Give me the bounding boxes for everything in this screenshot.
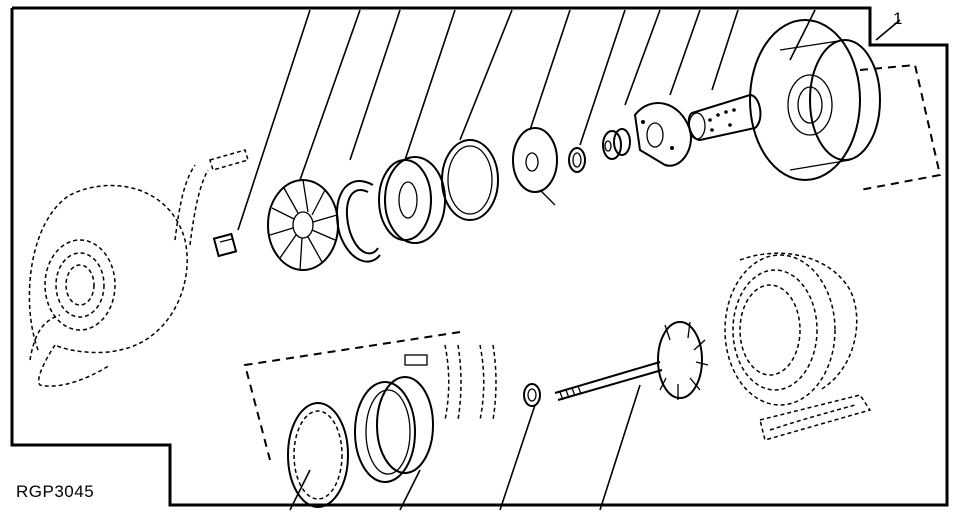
page-border: [10, 6, 949, 507]
upper-assembly-frame: [859, 63, 942, 191]
snap-ring: [335, 180, 381, 263]
o-ring: [441, 139, 499, 221]
heat-shield: [354, 376, 434, 483]
lower-assembly-frame: [243, 331, 461, 461]
center-housing: [749, 19, 881, 181]
journal-bearing: [687, 93, 762, 142]
callout-leader-1: [875, 19, 901, 41]
figure-id: RGP3045: [16, 482, 94, 501]
clamp-segment: [174, 149, 249, 246]
locknut: [212, 232, 238, 258]
thrust-plate: [512, 127, 558, 206]
turbine-piston-ring: [523, 383, 541, 407]
compressor-housing: [28, 184, 188, 387]
compressor-insert: [378, 156, 446, 244]
thrust-bearing: [633, 102, 692, 167]
callout-label-1: 1: [893, 9, 902, 28]
thrust-collar: [602, 128, 631, 160]
turbine-gasket: [287, 402, 349, 508]
compressor-wheel: [267, 179, 339, 271]
piston-ring: [568, 147, 586, 173]
lower-leader-lines: [289, 384, 641, 511]
upper-leader-lines: [237, 9, 816, 231]
turbine-housing: [724, 252, 872, 441]
lower-clamp: [404, 344, 497, 421]
shaft-and-turbine-wheel: [554, 321, 709, 401]
